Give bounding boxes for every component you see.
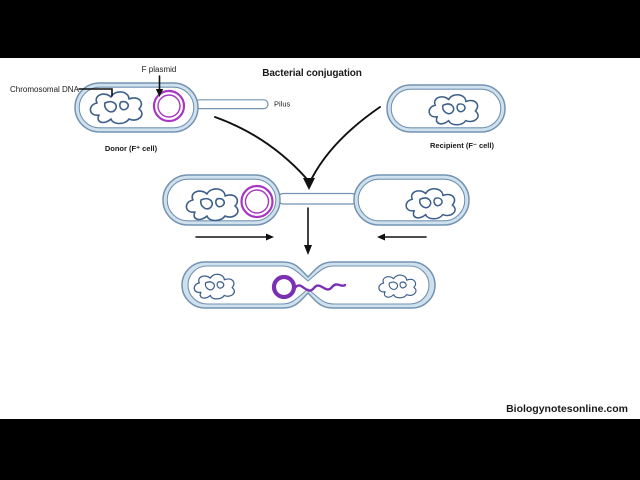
recipient-cell-inner-membrane: [390, 88, 502, 129]
chromosomal-dna-label: Chromosomal DNA: [10, 85, 80, 94]
right-approach-arrowhead-icon: [377, 233, 385, 241]
recipient-cell-label: Recipient (F⁻ cell): [430, 141, 494, 150]
f-plasmid-inner-ring: [157, 94, 181, 118]
pilus: [194, 99, 269, 110]
pilus-label: Pilus: [274, 100, 291, 109]
letterbox-bottom-bar: [0, 419, 640, 480]
converge-arrowhead-icon: [303, 178, 315, 190]
transferring-dna-strand: [293, 283, 347, 292]
left-approach-arrowhead-icon: [266, 233, 274, 241]
stage2-f-plasmid-inner-ring: [244, 189, 270, 214]
conjugation-bridge: [277, 192, 358, 205]
transferring-plasmid-ring: [271, 274, 297, 300]
merged-cells-inner-membrane: [187, 265, 430, 305]
down-arrowhead-icon: [304, 245, 312, 255]
f-plasmid-arrowhead-icon: [155, 89, 164, 97]
cell-membranes: [74, 82, 506, 309]
watermark: Biologynotesonline.com: [506, 403, 628, 415]
donor-curved-arrow: [214, 116, 307, 179]
letterbox-top-bar: [0, 0, 640, 58]
recipient-curved-arrow: [311, 106, 381, 179]
chromosomal-dna-leader-line: [78, 88, 113, 97]
f-plasmid-layer: [152, 89, 274, 219]
transferring-plasmid: [271, 274, 347, 300]
diagram-title: Bacterial conjugation: [262, 68, 362, 79]
f-plasmid-label: F plasmid: [142, 65, 177, 74]
annotation-arrows: [78, 75, 427, 255]
donor-cell-label: Donor (F⁺ cell): [105, 144, 158, 153]
